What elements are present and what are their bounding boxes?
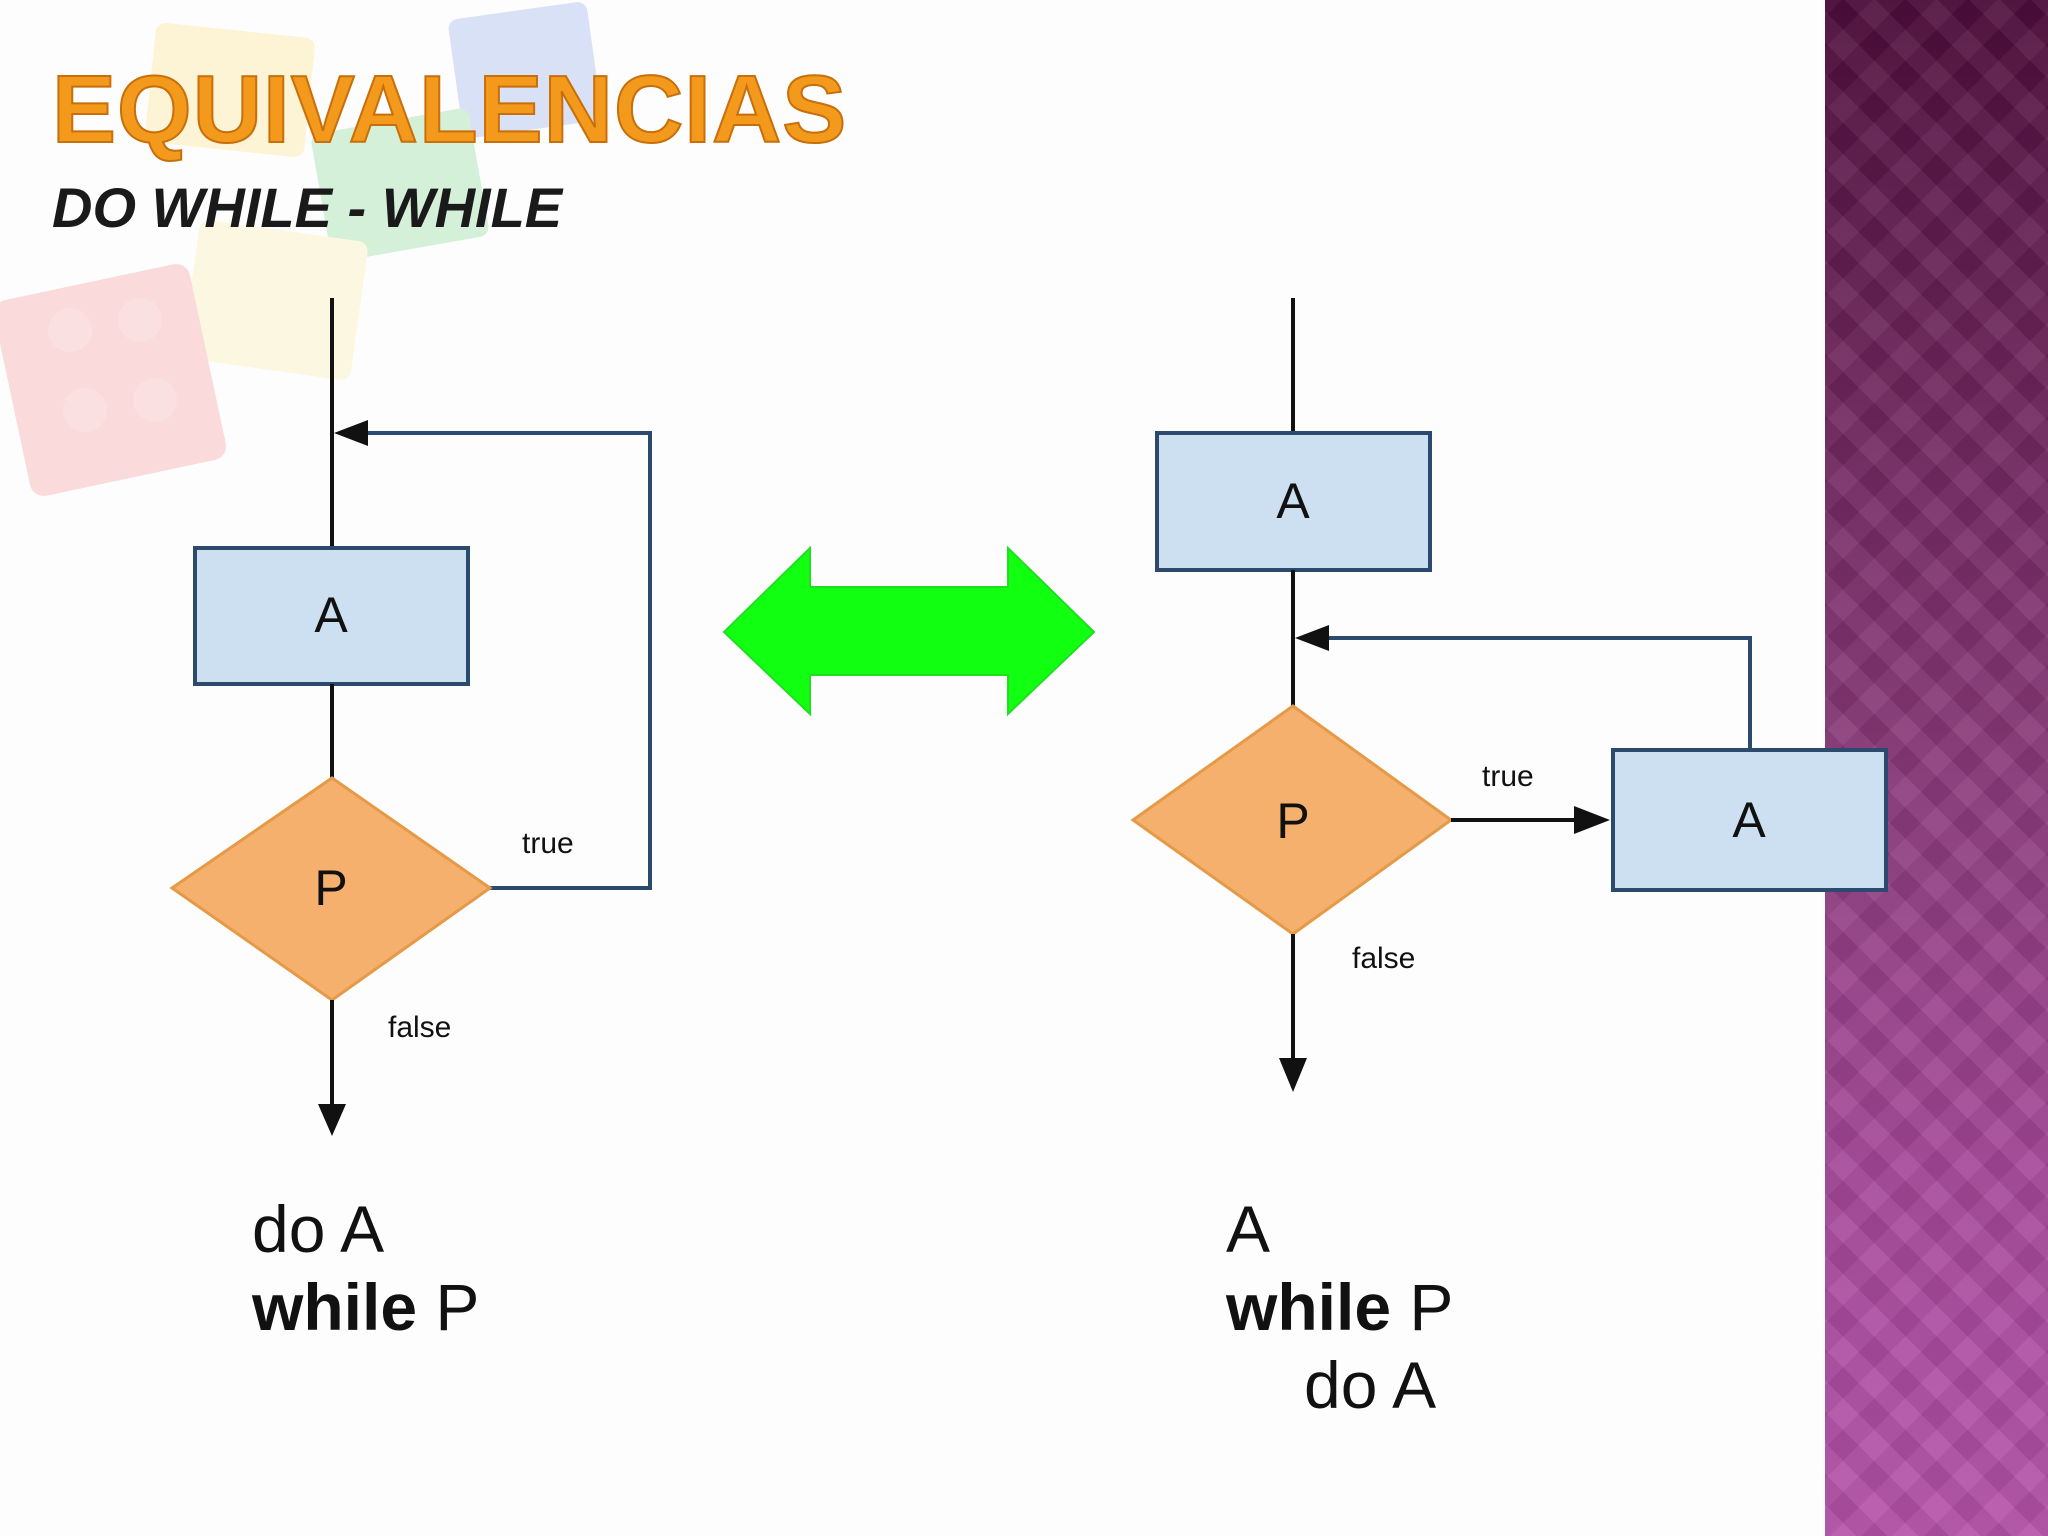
right-true-label: true <box>1482 760 1534 793</box>
do-while-code: do A while P <box>252 1190 479 1346</box>
left-loop-arrowhead-icon <box>334 420 368 446</box>
while-code-line-1: A <box>1226 1192 1271 1266</box>
left-decision-label: P <box>314 860 347 916</box>
right-decision-label: P <box>1276 793 1309 849</box>
slide-title: EQUIVALENCIAS <box>51 56 848 163</box>
do-while-code-line-1: do A <box>252 1192 385 1266</box>
right-process-top-label: A <box>1276 473 1310 529</box>
condition-text: P <box>417 1270 480 1344</box>
do-while-code-line-2: while P <box>252 1268 479 1346</box>
right-loop-arrowhead-icon <box>1295 625 1329 651</box>
while-keyword: while <box>252 1270 418 1344</box>
while-flowchart: A P true A false <box>1130 298 1888 1092</box>
slide-subtitle: DO WHILE - WHILE <box>52 176 563 239</box>
left-true-label: true <box>522 827 574 860</box>
right-false-label: false <box>1352 942 1415 975</box>
right-exit-arrowhead-icon <box>1279 1058 1307 1092</box>
right-process-box-top <box>1155 431 1432 572</box>
right-loop-back-arrow <box>1305 636 1752 750</box>
equivalence-double-arrow-icon <box>722 545 1096 717</box>
left-false-label: false <box>388 1011 451 1044</box>
decorative-blocks-image <box>0 2 602 497</box>
left-process-label: A <box>314 587 348 643</box>
do-while-flowchart: A P true false <box>169 298 652 1136</box>
while-code-line-2: while P <box>1226 1268 1453 1346</box>
while-code-line-3: do A <box>1304 1348 1437 1422</box>
left-process-box <box>193 546 470 686</box>
while-keyword: while <box>1226 1270 1392 1344</box>
right-process-box-loop <box>1611 748 1888 892</box>
condition-text: P <box>1391 1270 1454 1344</box>
right-process-loop-label: A <box>1732 792 1766 848</box>
right-true-arrowhead-icon <box>1574 806 1610 834</box>
left-exit-arrowhead-icon <box>318 1104 346 1136</box>
left-loop-back-arrow <box>345 431 652 890</box>
while-code: A while P do A <box>1226 1190 1453 1424</box>
